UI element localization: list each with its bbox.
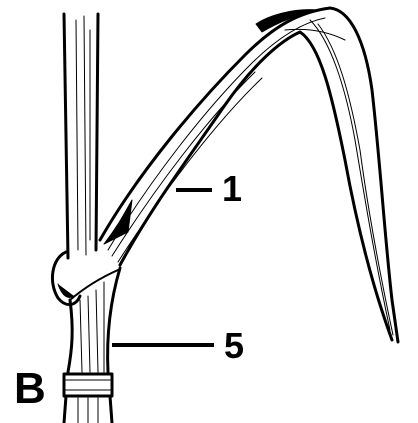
callout-label-1: 1 [222, 171, 242, 207]
stem-node [64, 374, 112, 396]
node-auricle [52, 252, 80, 305]
callout-label-5: 5 [224, 328, 244, 364]
leaf-sheath [68, 268, 120, 372]
lower-stem [64, 396, 112, 423]
panel-letter: B [14, 367, 46, 411]
leaf-blade [100, 8, 398, 342]
culm [64, 14, 98, 258]
